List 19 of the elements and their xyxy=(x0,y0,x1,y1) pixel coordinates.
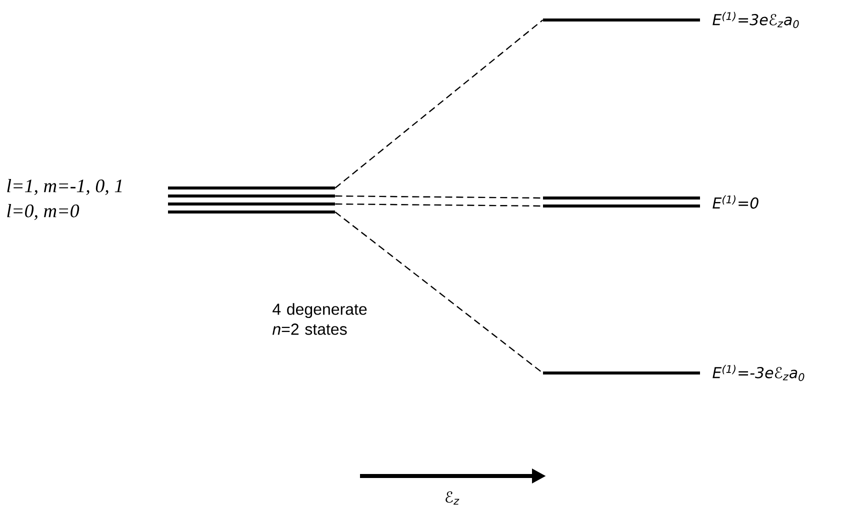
quantum-number-label: l=0, m=0 xyxy=(7,204,80,220)
dashed-line xyxy=(334,20,544,188)
state-label: 4 degenerate n=2 states xyxy=(272,303,367,335)
energy-level xyxy=(543,204,700,208)
energy-level xyxy=(543,372,700,374)
energy-level xyxy=(543,196,700,200)
energy-label: E$^{(1)}$=0 xyxy=(712,195,758,209)
quantum-number-label: l=1, m=-1, 0, 1 xyxy=(7,178,122,196)
energy-level xyxy=(168,186,335,190)
energy-level xyxy=(543,18,700,22)
energy-level xyxy=(168,194,335,198)
dashed-line xyxy=(335,195,543,199)
dashed-line xyxy=(334,212,544,374)
field-label: ℰ$_{z}$ xyxy=(446,491,460,505)
energy-level xyxy=(168,202,335,206)
energy-level xyxy=(168,210,335,214)
dashed-line xyxy=(335,203,543,207)
energy-label: E$^{(1)}$=3eℰ$_{z}$a$_{0}$ xyxy=(712,12,799,28)
energy-label: E$^{(1)}$=-3eℰ$_{z}$a$_{0}$ xyxy=(712,364,804,382)
